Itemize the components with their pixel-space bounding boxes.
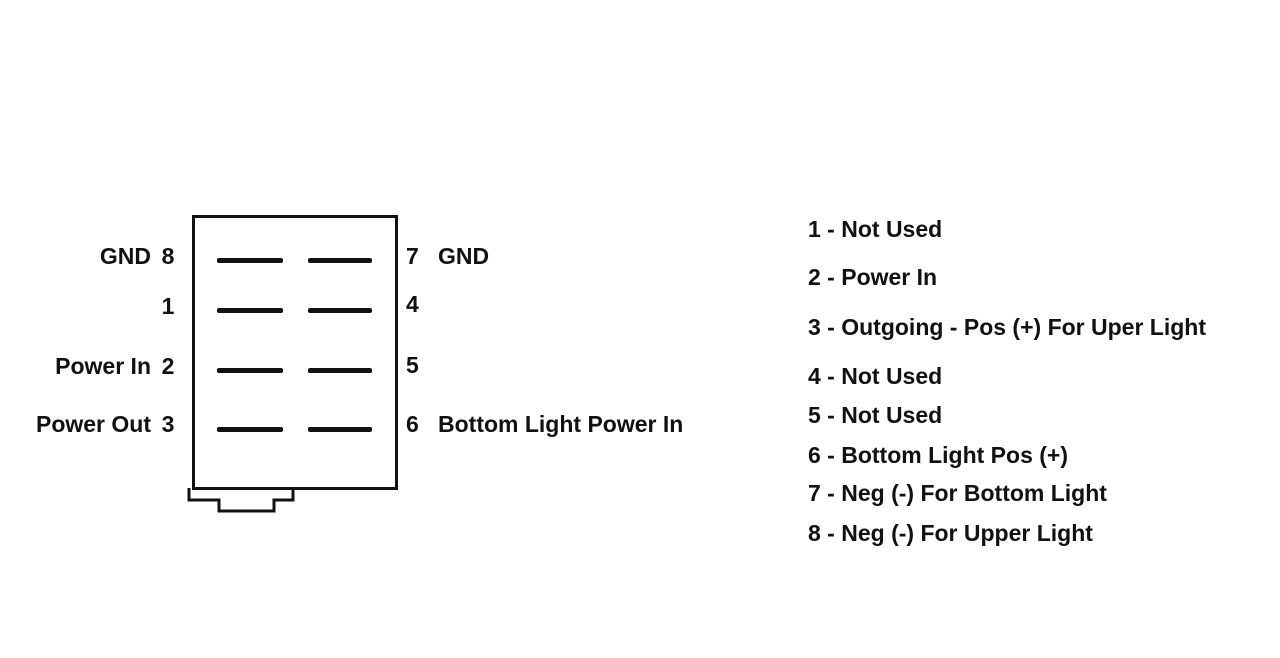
pin-row-right-7: 7 GND (406, 242, 489, 270)
legend-item-2: 2 - Power In (808, 264, 938, 290)
pin-number-5: 5 (406, 352, 419, 378)
switch-body-outline (192, 215, 398, 490)
pin-number-8: 8 (161, 243, 175, 269)
contact-bar-pin-7 (308, 258, 372, 263)
pin-number-1: 1 (161, 293, 175, 319)
pin-row-right-4: 4 (406, 290, 438, 318)
contact-bar-pin-2 (217, 368, 283, 373)
pin-row-left-2: Power In 2 (0, 352, 178, 380)
pin-row-left-8: GND 8 (0, 242, 178, 270)
pin-number-6: 6 (406, 411, 419, 437)
contact-bar-pin-8 (217, 258, 283, 263)
pin-label-3: Power Out (35, 411, 151, 437)
legend-item-8: 8 - Neg (-) For Upper Light (808, 520, 1093, 546)
mounting-tab (187, 488, 295, 513)
pin-row-left-3: Power Out 3 (0, 410, 178, 438)
legend-item-6: 6 - Bottom Light Pos (+) (808, 442, 1069, 468)
pin-row-left-1: 1 (0, 292, 178, 320)
legend-item-5: 5 - Not Used (808, 402, 943, 428)
pin-label-8: GND (99, 243, 151, 269)
pin-row-right-6: 6 Bottom Light Power In (406, 410, 683, 438)
contact-bar-pin-6 (308, 427, 372, 432)
legend-item-7: 7 - Neg (-) For Bottom Light (808, 480, 1107, 506)
pin-number-3: 3 (161, 411, 175, 437)
pin-row-right-5: 5 (406, 351, 438, 379)
legend-item-1: 1 - Not Used (808, 216, 943, 242)
contact-bar-pin-4 (308, 308, 372, 313)
legend-item-4: 4 - Not Used (808, 363, 943, 389)
contact-bar-pin-5 (308, 368, 372, 373)
pin-number-4: 4 (406, 291, 419, 317)
pin-number-7: 7 (406, 243, 419, 269)
pin-label-7: GND (438, 243, 490, 269)
pin-label-6: Bottom Light Power In (438, 411, 684, 437)
pin-label-2: Power In (55, 353, 151, 379)
pin-number-2: 2 (161, 353, 175, 379)
contact-bar-pin-1 (217, 308, 283, 313)
contact-bar-pin-3 (217, 427, 283, 432)
legend-item-3: 3 - Outgoing - Pos (+) For Uper Light (808, 314, 1206, 340)
